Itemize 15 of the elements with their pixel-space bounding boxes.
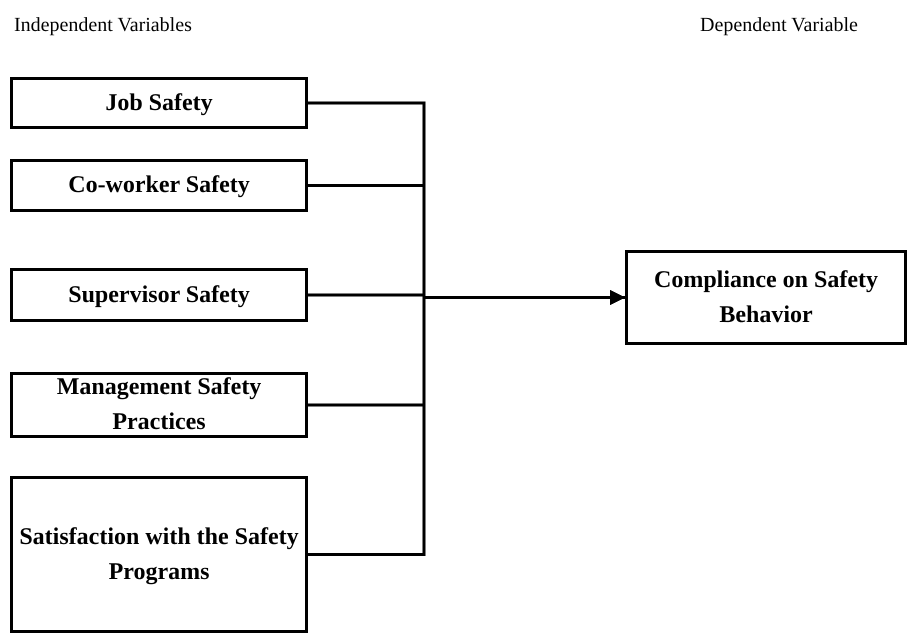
variable-name: Management Safety Practices — [56, 373, 262, 437]
variable-name: Compliance on Safety Behavior — [653, 266, 879, 330]
variable-box — [10, 372, 308, 438]
variable-box — [10, 476, 308, 633]
column-heading: Dependent Variable — [700, 14, 858, 37]
variable-box — [10, 268, 308, 322]
variable-name: Satisfaction with the Safety Programs — [19, 522, 299, 586]
column-heading: Independent Variables — [14, 14, 192, 37]
variable-box — [10, 159, 308, 212]
variable-box — [625, 250, 907, 345]
variable-name: Supervisor Safety — [68, 280, 250, 310]
variable-name: Co-worker Safety — [68, 171, 250, 200]
variable-name: Job Safety — [105, 88, 213, 118]
variable-box — [10, 77, 308, 129]
connector-arrow — [308, 290, 625, 556]
